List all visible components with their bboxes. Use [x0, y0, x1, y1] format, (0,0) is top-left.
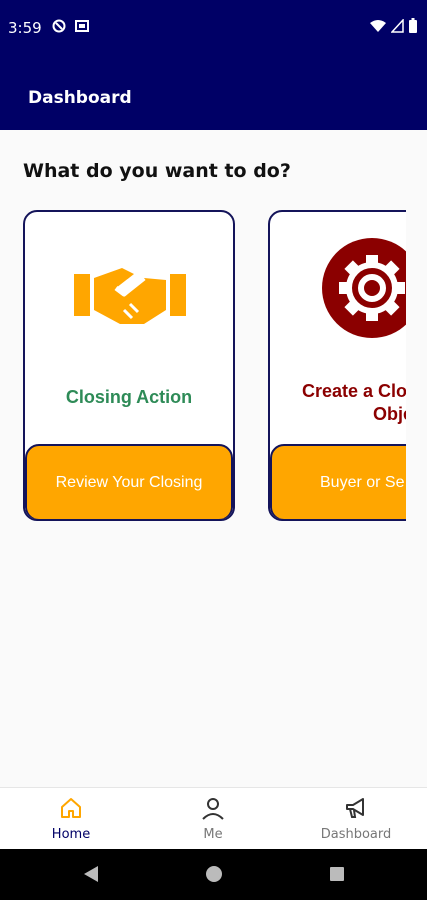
create-closing-object-card[interactable]: Create a Clo Object Buyer or Se — [268, 210, 406, 521]
nav-home[interactable]: Home — [0, 788, 142, 850]
review-closing-button[interactable]: Review Your Closing — [25, 444, 233, 519]
app-title: Dashboard — [28, 88, 132, 108]
closing-action-title: Closing Action — [65, 387, 193, 407]
bottom-navigation: Home Me Dashboard — [0, 787, 427, 849]
nav-me[interactable]: Me — [142, 788, 284, 850]
buyer-or-seller-button[interactable]: Buyer or Se — [270, 444, 406, 519]
nav-me-label: Me — [203, 827, 223, 842]
page-prompt: What do you want to do? — [23, 160, 291, 182]
wifi-icon — [370, 19, 386, 38]
recents-icon[interactable] — [328, 865, 346, 888]
card-title-line2: Object — [373, 404, 406, 424]
status-time: 3:59 — [8, 19, 42, 37]
do-not-disturb-icon — [52, 19, 66, 38]
back-icon[interactable] — [82, 865, 100, 888]
handshake-icon — [72, 260, 188, 335]
megaphone-icon — [344, 796, 368, 825]
app-bar: Dashboard — [0, 58, 427, 130]
nav-dashboard[interactable]: Dashboard — [285, 788, 427, 850]
nav-dashboard-label: Dashboard — [320, 827, 392, 842]
notification-icon — [75, 19, 89, 38]
person-icon — [201, 796, 225, 825]
home-icon — [59, 796, 83, 825]
gear-icon — [322, 238, 406, 343]
status-bar: 3:59 — [0, 0, 427, 58]
card-title-line1: Create a Clo — [302, 381, 406, 401]
signal-icon — [390, 17, 404, 38]
system-navigation-bar — [0, 849, 427, 900]
closing-action-card[interactable]: Closing Action Review Your Closing — [23, 210, 235, 521]
create-closing-object-title: Create a Clo Object — [270, 380, 406, 426]
action-cards-carousel[interactable]: Closing Action Review Your Closing — [0, 210, 406, 522]
home-button-icon[interactable] — [205, 865, 223, 888]
battery-icon — [409, 18, 417, 38]
nav-home-label: Home — [51, 827, 91, 842]
